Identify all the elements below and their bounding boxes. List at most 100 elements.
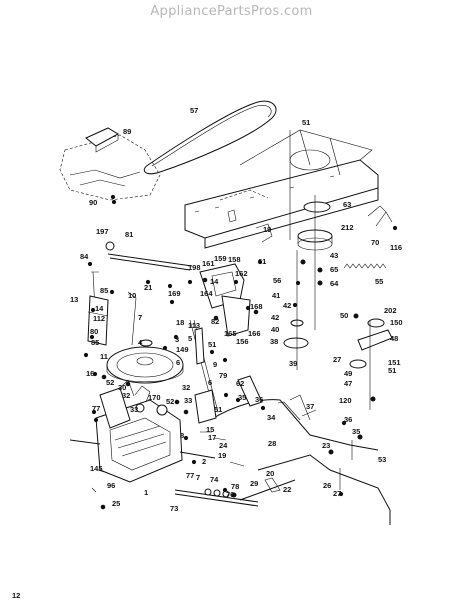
part-label: 120 <box>339 396 352 405</box>
part-label: 1 <box>144 488 148 497</box>
part-label: 33 <box>130 405 138 414</box>
chassis-frame <box>184 129 379 249</box>
part-label: 112 <box>93 314 105 323</box>
part-label: 49 <box>344 369 352 378</box>
part-label: 74 <box>210 475 219 484</box>
part-label: 165 <box>224 329 237 338</box>
part-label: 27 <box>333 489 341 498</box>
part-label: 27 <box>333 355 341 364</box>
idler-bracket <box>255 205 393 410</box>
part-label: 19 <box>263 225 271 234</box>
part-label: 145 <box>90 464 103 473</box>
part-label: 36 <box>344 415 352 424</box>
part-label: 70 <box>371 238 379 247</box>
part-label: 6 <box>176 358 180 367</box>
part-label: 8 <box>180 431 184 440</box>
part-label: 89 <box>123 127 131 136</box>
part-label: 24 <box>219 441 228 450</box>
shift-lever-assembly <box>99 374 217 429</box>
part-label: 42 <box>283 301 291 310</box>
part-label: 25 <box>112 499 120 508</box>
brake-rod <box>209 375 379 451</box>
part-label: 4 <box>138 338 143 347</box>
part-label: 149 <box>176 345 189 354</box>
part-label: 202 <box>384 306 397 315</box>
part-label: 85 <box>100 286 108 295</box>
part-label: 20 <box>266 469 274 478</box>
part-label: 63 <box>343 200 351 209</box>
part-label: 7 <box>138 313 142 322</box>
part-label: 169 <box>168 289 181 298</box>
part-label: 35 <box>352 427 360 436</box>
spring <box>343 263 387 269</box>
part-label: 40 <box>271 325 279 334</box>
part-label: 162 <box>235 269 248 278</box>
part-label: 161 <box>202 259 215 268</box>
part-label: 35 <box>238 393 246 402</box>
site-watermark: AppliancePartsPros.com <box>150 4 313 19</box>
part-label: 26 <box>323 481 331 490</box>
shift-rod <box>87 241 193 346</box>
part-label: 164 <box>200 289 213 298</box>
part-label: 76 <box>226 490 234 499</box>
part-label: 56 <box>273 276 281 285</box>
part-label: 33 <box>184 396 192 405</box>
part-label: 28 <box>268 439 276 448</box>
part-label: 64 <box>330 279 339 288</box>
part-label: 13 <box>70 295 78 304</box>
part-number-labels: 57 51 89 90 63 212 70 116 19 61 43 65 64… <box>12 106 403 600</box>
part-label: 17 <box>208 433 216 442</box>
part-label: 42 <box>271 313 279 322</box>
brake-control-assembly <box>189 263 259 413</box>
part-label: 84 <box>80 252 89 261</box>
lower-linkage-rods <box>91 431 391 525</box>
part-label: 53 <box>378 455 386 464</box>
fasteners <box>83 199 398 497</box>
transaxle-pulley <box>106 339 184 384</box>
part-label: 168 <box>250 302 263 311</box>
part-label: 48 <box>390 334 398 343</box>
part-label: 41 <box>272 291 280 300</box>
part-label: 96 <box>107 481 115 490</box>
part-label: 36 <box>255 395 263 404</box>
part-label: 12 <box>12 591 20 600</box>
part-label: 32 <box>182 383 190 392</box>
part-label: 158 <box>228 255 241 264</box>
part-label: 51 <box>214 405 222 414</box>
part-label: 156 <box>236 337 249 346</box>
part-label: 170 <box>148 393 161 402</box>
part-label: 32 <box>122 391 130 400</box>
drive-belt <box>143 100 277 175</box>
part-label: 30 <box>118 383 126 392</box>
part-label: 166 <box>248 329 261 338</box>
part-label: 6 <box>208 378 212 387</box>
part-label: 159 <box>214 254 227 263</box>
part-label: 51 <box>388 366 396 375</box>
part-label: 11 <box>100 352 108 361</box>
part-label: 19 <box>218 451 226 460</box>
part-label: 14 <box>210 277 219 286</box>
part-label: 57 <box>190 106 198 115</box>
part-label: 51 <box>302 118 310 127</box>
part-label: 5 <box>188 334 192 343</box>
part-label: 47 <box>344 379 352 388</box>
part-label: 22 <box>283 485 291 494</box>
part-label: 39 <box>289 359 297 368</box>
part-label: 62 <box>236 379 244 388</box>
part-label: 82 <box>211 317 219 326</box>
part-label: 34 <box>267 413 276 422</box>
part-label: 23 <box>322 441 330 450</box>
part-label: 65 <box>330 265 338 274</box>
part-label: 81 <box>125 230 133 239</box>
part-label: 37 <box>306 402 314 411</box>
part-label: 90 <box>89 198 97 207</box>
part-label: 151 <box>388 358 401 367</box>
part-label: 52 <box>166 397 174 406</box>
part-label: 73 <box>170 504 178 513</box>
part-label: 77 <box>92 404 100 413</box>
part-label: 2 <box>202 457 206 466</box>
part-label: 38 <box>270 337 278 346</box>
part-label: 9 <box>213 360 217 369</box>
part-label: 79 <box>219 371 227 380</box>
